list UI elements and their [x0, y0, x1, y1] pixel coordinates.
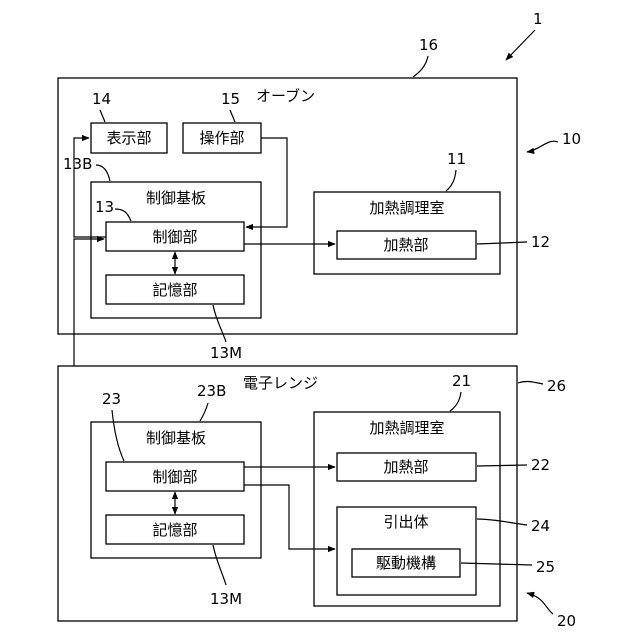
figure-ref-1: 1 — [533, 10, 543, 28]
microwave-memory-label-text: 記憶部 — [152, 521, 197, 539]
drive-label: 駆動機構 — [376, 554, 436, 572]
microwave-control-board-label: 制御基板 — [146, 429, 206, 447]
ref-13m-top: 13M — [210, 344, 242, 362]
oven-title: オーブン — [256, 87, 315, 105]
ref-10-arrow — [527, 141, 558, 152]
ref-24: 24 — [531, 517, 550, 535]
drawer-label: 引出体 — [383, 513, 428, 531]
ref-20-arrow — [527, 593, 553, 614]
ref-13m-bottom: 13M — [210, 590, 242, 608]
oven-heater-label: 加熱部 — [383, 236, 428, 254]
figure-ref-arrow — [506, 30, 535, 60]
oven-memory-label: 記憶部 — [152, 281, 197, 299]
ref-25: 25 — [536, 558, 555, 576]
ref-11: 11 — [447, 150, 466, 168]
ref-10: 10 — [562, 130, 581, 148]
ref-16: 16 — [419, 36, 438, 54]
ref-26-leader — [518, 381, 543, 384]
microwave-heater-label: 加熱部 — [383, 458, 428, 476]
oven-controller-label: 制御部 — [152, 228, 197, 246]
ref-12: 12 — [531, 233, 550, 251]
operation-label: 操作部 — [199, 129, 244, 147]
display-label: 表示部 — [106, 129, 151, 147]
microwave-chamber-label: 加熱調理室 — [369, 419, 444, 437]
oven-control-board-label: 制御基板 — [146, 189, 206, 207]
ref-23: 23 — [102, 390, 121, 408]
ref-14: 14 — [92, 90, 111, 108]
ref-13b: 13B — [63, 155, 92, 173]
oven-chamber-label: 加熱調理室 — [369, 199, 444, 217]
ref-15: 15 — [221, 90, 240, 108]
ref-21: 21 — [452, 372, 471, 390]
ref-26: 26 — [547, 377, 566, 395]
microwave-title: 電子レンジ — [243, 374, 318, 392]
ref-22: 22 — [531, 456, 550, 474]
ref-13: 13 — [95, 198, 114, 216]
ref-20: 20 — [557, 612, 576, 630]
ref-23b: 23B — [197, 382, 226, 400]
ref-16-leader — [413, 56, 428, 77]
microwave-controller-label: 制御部 — [152, 468, 197, 486]
